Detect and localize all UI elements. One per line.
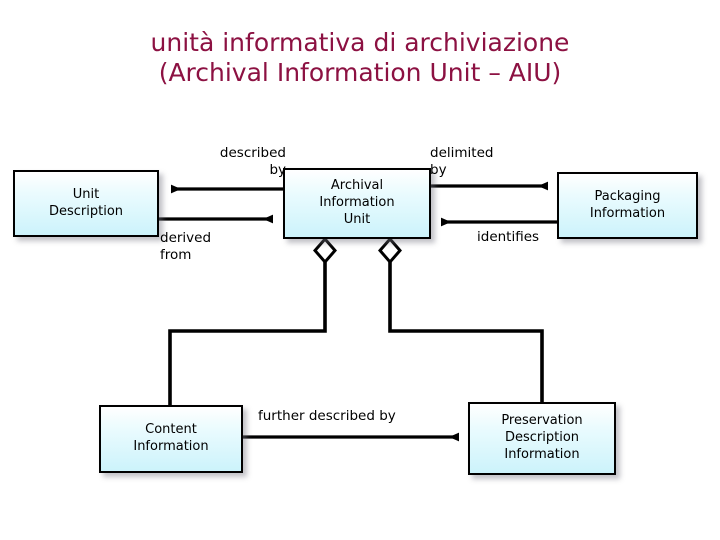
node-preservation-description-information[interactable]: Preservation Description Information (468, 402, 616, 475)
aggregation-diamond-icon (313, 236, 337, 265)
page-title-line-1: unità informativa di archiviazione (150, 28, 570, 57)
node-content-information-label: Content Information (133, 422, 209, 454)
edge-label-identifies: identifies (477, 229, 540, 245)
edge-label-derived-from: derived from (160, 230, 212, 264)
aggregation-diamond-icon (378, 236, 402, 265)
node-packaging-information[interactable]: Packaging Information (557, 172, 698, 239)
node-unit-description-label: Unit Description (48, 186, 124, 219)
page-title: unità informativa di archiviazione (Arch… (0, 28, 720, 87)
node-unit-description[interactable]: Unit Description (13, 170, 159, 237)
edge-label-delimited-by: delimited by (430, 145, 494, 179)
edge-label-described-by: described by (219, 145, 286, 179)
edge-aggregation-pdi (378, 236, 544, 402)
page-title-line-2: (Archival Information Unit – AIU) (158, 57, 562, 87)
node-preservation-description-information-label: Preservation Description Information (501, 413, 583, 462)
node-packaging-information-label: Packaging Information (589, 188, 666, 221)
node-archival-information-unit-label: Archival Information Unit (319, 178, 395, 227)
node-content-information[interactable]: Content Information (99, 405, 243, 473)
edge-label-further-described-by: further described by (258, 408, 396, 424)
node-archival-information-unit[interactable]: Archival Information Unit (283, 168, 431, 239)
